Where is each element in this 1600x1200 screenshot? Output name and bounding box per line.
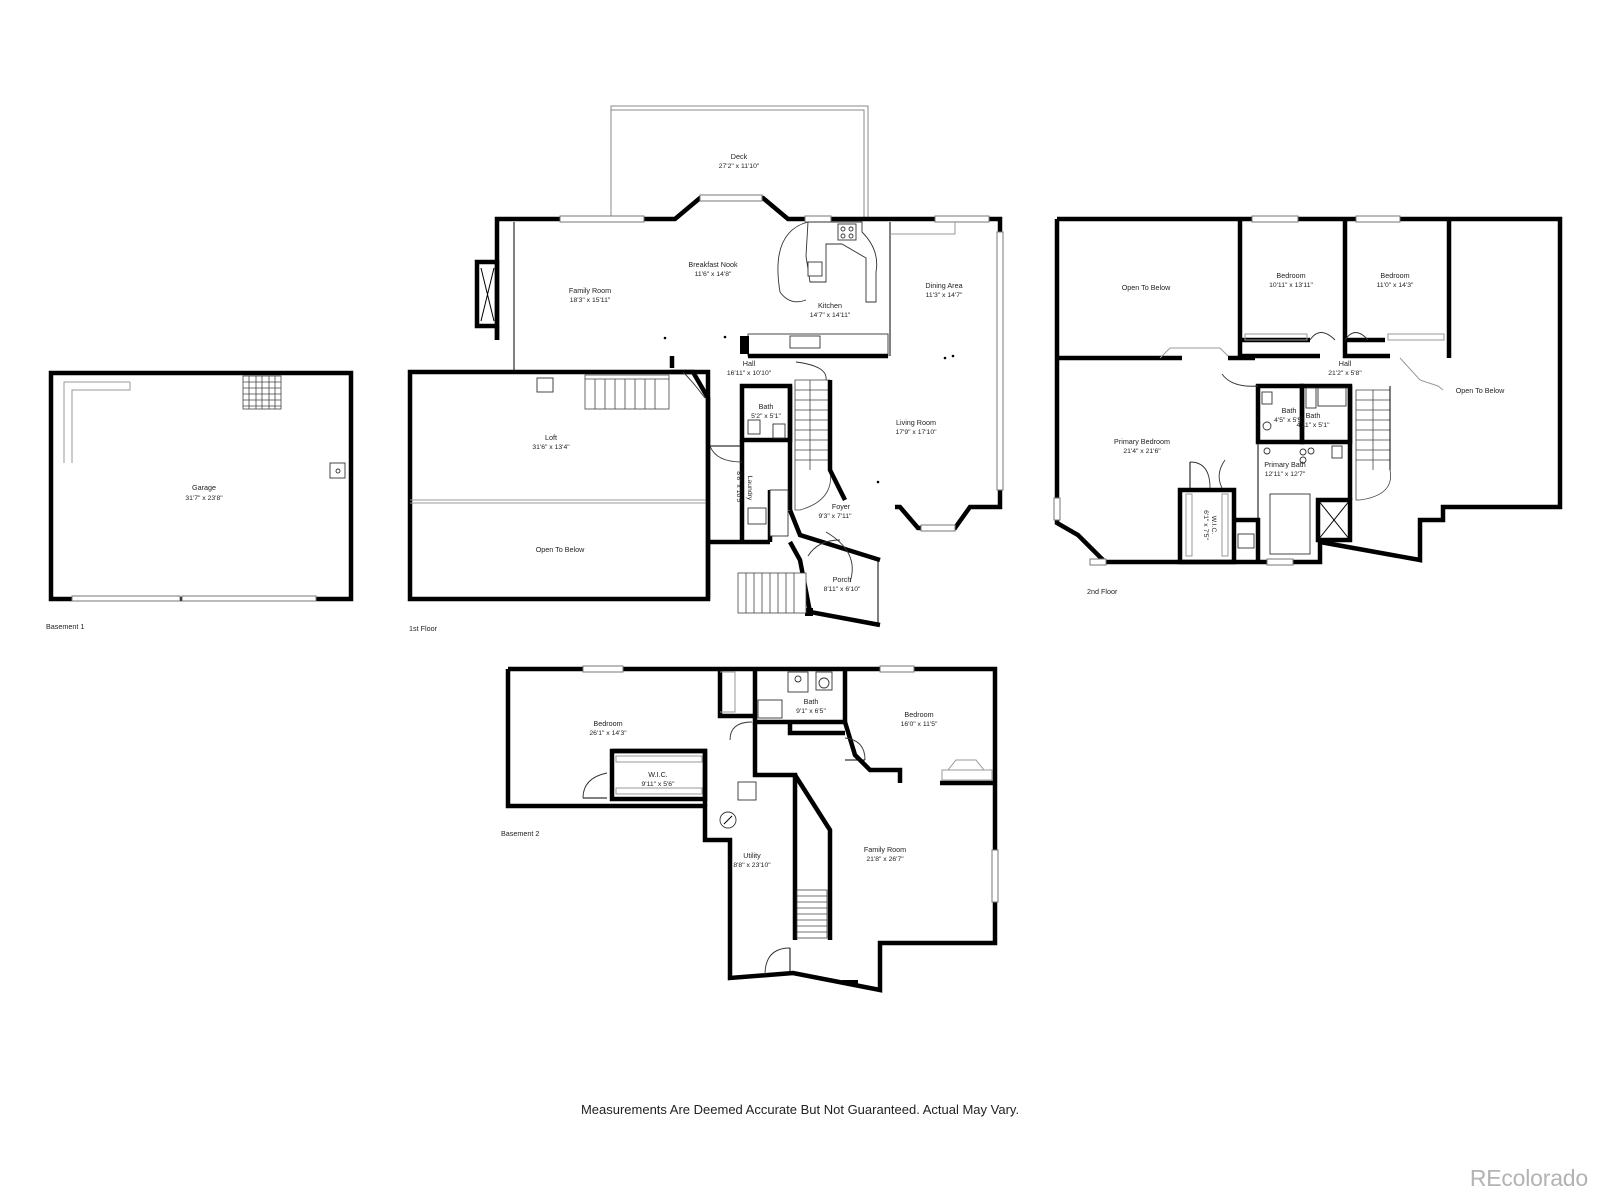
bedroom-a-dims: 10'11" x 13'11" [1269,282,1313,289]
first-floor-main-walls [494,195,1003,531]
primary-bath-label: Primary Bath [1264,460,1306,469]
open-to-below-label: Open To Below [536,545,585,554]
basement-2-floor-label: Basement 2 [501,829,539,838]
deck-dims: 27'2" x 11'10" [719,163,760,170]
hall-label: Hall [743,359,756,368]
garage-counter [63,381,130,463]
first-floor-main-stairs [794,379,832,511]
living-room-dims: 17'9" x 17'10" [895,429,937,436]
open-to-below-right-label: Open To Below [1456,386,1505,395]
loft-label: Loft [545,433,557,442]
basement-bedroom-left-dims: 26'1" x 14'3" [589,730,627,737]
second-floor-hall-label: Hall [1339,359,1352,368]
primary-bath-shower [1315,497,1353,543]
wic-outline [1177,487,1237,565]
primary-bedroom-label: Primary Bedroom [1114,437,1170,446]
basement-bedroom-left-label: Bedroom [593,719,622,728]
open-to-below-left-label: Open To Below [1122,283,1171,292]
bedroom-b-dims: 11'0" x 14'3" [1377,282,1414,289]
bath-a-dims: 4'5" x 5'5" [1274,417,1304,424]
second-floor-outline [1054,216,1563,565]
first-floor-label: 1st Floor [409,624,438,633]
foyer-dims: 9'3" x 7'11" [819,513,853,520]
utility-dims: 8'8" x 23'10" [733,862,771,869]
second-floor-plan: Open To Below Bedroom 10'11" x 13'11" Be… [1053,215,1563,596]
laundry-dims: 8'8" x 10'5" [735,471,742,505]
garage-dims: 31'7" x 23'8" [185,495,223,502]
primary-bath-dims: 12'11" x 12'7" [1265,471,1306,478]
breakfast-nook-label: Breakfast Nook [688,260,738,269]
living-room-label: Living Room [896,418,936,427]
bath-b-label: Bath [1306,411,1321,420]
basement-family-room-dims: 21'8" x 26'7" [866,856,904,863]
watermark-logo: REcolorado [1469,1165,1588,1191]
basement-bedroom-right-label: Bedroom [904,710,933,719]
foyer-label: Foyer [832,502,851,511]
kitchen-island-arc [777,221,809,303]
garage-label: Garage [192,483,216,492]
kitchen-dims: 14'7" x 14'11" [810,312,851,319]
basement-bath-label: Bath [804,697,819,706]
family-room-label: Family Room [569,286,611,295]
basement-2-plan: Bedroom 26'1" x 14'3" W.I.C. 9'11" x 5'6… [501,665,999,993]
second-floor-label: 2nd Floor [1087,587,1118,596]
first-floor-plan: Deck 27'2" x 11'10" [407,105,1004,633]
basement-wic-dims: 9'11" x 5'6" [642,781,676,788]
loft-stairs [584,374,670,410]
kitchen-label: Kitchen [818,301,842,310]
bath-label: Bath [759,402,774,411]
porch-label: Porch [833,575,852,584]
loft-dims: 31'6" x 13'4" [532,444,570,451]
fireplace [474,259,500,329]
basement-1-floor-label: Basement 1 [46,622,84,631]
bedroom-a-label: Bedroom [1276,271,1305,280]
porch-dims: 8'11" x 6'10" [824,586,861,593]
deck-label: Deck [731,152,748,161]
basement-family-room-label: Family Room [864,845,906,854]
utility-label: Utility [743,851,761,860]
basement-bedroom-right-dims: 16'0" x 11'5" [901,721,938,728]
basement-wic-label: W.I.C. [648,770,668,779]
basement-wic-outline [609,748,708,802]
garage-door-left [71,595,181,602]
bath-a-label: Bath [1282,406,1297,415]
deck-outline [610,105,869,218]
second-floor-hall-dims: 21'2" x 5'8" [1328,370,1362,377]
wic-dims: 6'1" x 7'5" [1202,510,1209,540]
family-room-dims: 18'3" x 15'11" [570,297,611,304]
porch-steps [737,572,807,614]
hall-dims: 16'11" x 10'10" [727,370,772,377]
measurement-disclaimer: Measurements Are Deemed Accurate But Not… [580,1102,1020,1117]
wic-label: W.I.C. [1210,516,1217,535]
kitchen-counter [805,221,878,303]
basement-bath-dims: 9'1" x 6'5" [796,708,826,715]
basement-1-plan: Garage 31'7" x 23'8" Basement 1 [46,370,354,631]
garage-door-right [181,595,317,602]
bath-dims: 5'2" x 5'1" [751,413,781,420]
laundry-label: Laundry [746,476,753,501]
dining-area-label: Dining Area [925,281,962,290]
breakfast-nook-dims: 11'6" x 14'8" [695,271,732,278]
bedroom-b-label: Bedroom [1380,271,1409,280]
bath-b-dims: 4'11" x 5'1" [1297,422,1331,429]
primary-bedroom-dims: 21'4" x 21'6" [1123,448,1161,455]
dining-area-dims: 11'3" x 14'7" [926,292,963,299]
